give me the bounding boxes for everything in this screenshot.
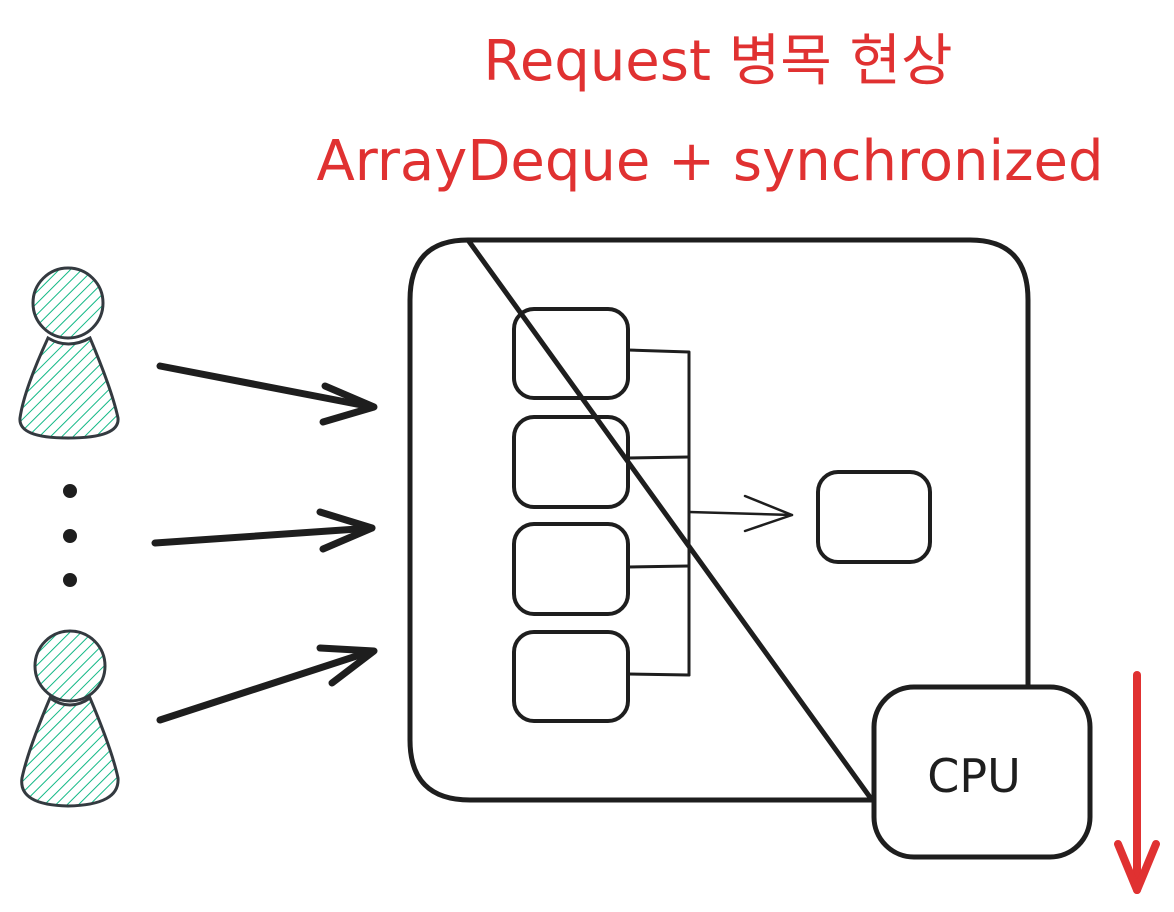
cpu-box: CPU — [871, 684, 1093, 860]
person-body — [20, 695, 120, 808]
queue-connector — [626, 348, 691, 677]
client-bottom-person-icon — [20, 629, 120, 808]
cpu-label: CPU — [927, 749, 1021, 803]
client-top-person-icon — [18, 266, 120, 440]
title-line-2: ArrayDeque + synchronized — [316, 129, 1103, 194]
server-box — [407, 237, 1031, 803]
person-head — [33, 629, 107, 703]
down-arrow-icon — [1114, 671, 1160, 894]
title-line-1: Request 병목 현상 — [483, 29, 952, 94]
queue-slot — [512, 415, 630, 509]
request-arrow-3 — [156, 644, 378, 724]
queue — [512, 307, 630, 723]
person-body — [18, 335, 120, 440]
request-arrow-2 — [151, 508, 376, 553]
queue-slot — [512, 307, 630, 400]
dispatch-arrow — [687, 494, 794, 533]
person-head — [31, 266, 105, 340]
queue-slot — [512, 630, 630, 723]
processing-box — [816, 470, 932, 564]
vertical-dots-icon — [63, 484, 77, 587]
queue-slot — [512, 522, 630, 616]
request-arrow-1 — [156, 362, 378, 426]
